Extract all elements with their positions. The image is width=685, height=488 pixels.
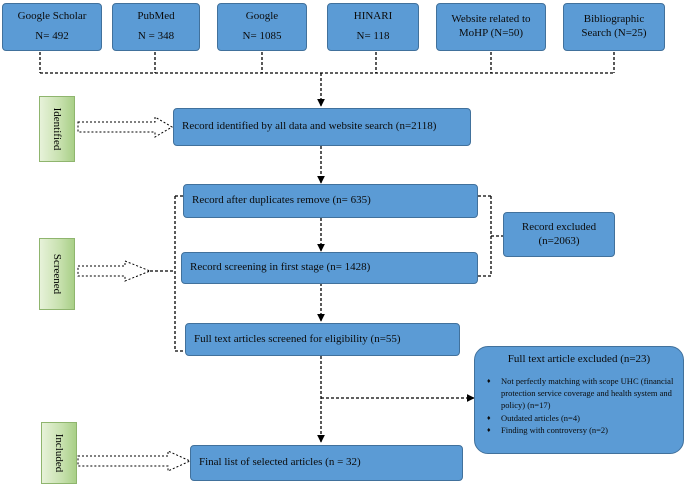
fulltext-screened-text: Full text articles screened for eligibil… (194, 332, 401, 345)
record-screening-text: Record screening in first stage (n= 1428… (190, 261, 371, 274)
exclusion-reasons-list: Not perfectly matching with scope UHC (f… (483, 375, 675, 437)
record-excluded-box: Record excluded (n=2063) (503, 212, 615, 257)
stage-screened: Screened (39, 238, 75, 310)
source-bibliographic-search: Bibliographic Search (N=25) (563, 3, 665, 51)
exclusion-reason: Finding with controversy (n=2) (487, 424, 675, 436)
source-hinari: HINARI N= 118 (327, 3, 419, 51)
source-name: Google (245, 10, 279, 22)
source-google: Google N= 1085 (217, 3, 307, 51)
record-identified-box: Record identified by all data and websit… (173, 108, 471, 146)
source-name: Website related to MoHP (N=50) (451, 13, 531, 39)
record-after-duplicates-box: Record after duplicates remove (n= 635) (183, 184, 478, 218)
stage-label: Included (53, 433, 65, 473)
stage-label: Screened (51, 253, 63, 295)
record-identified-text: Record identified by all data and websit… (182, 120, 437, 133)
source-name: PubMed (137, 10, 175, 22)
stage-label: Identified (51, 107, 63, 151)
record-excluded-text: Record excluded (n=2063) (521, 220, 597, 247)
source-count: N= 492 (35, 30, 69, 43)
fulltext-screened-box: Full text articles screened for eligibil… (185, 323, 460, 356)
final-selected-box: Final list of selected articles (n = 32) (190, 445, 463, 481)
source-count: N= 118 (356, 30, 390, 43)
source-name: Bibliographic Search (N=25) (581, 13, 647, 39)
fulltext-excluded-title: Full text article excluded (n=23) (507, 353, 651, 365)
record-after-duplicates-text: Record after duplicates remove (n= 635) (192, 194, 371, 207)
exclusion-reason: Outdated articles (n=4) (487, 412, 675, 424)
source-count: N = 348 (137, 30, 175, 43)
source-count: N= 1085 (242, 30, 282, 43)
stage-included: Included (41, 422, 77, 484)
source-name: Google Scholar (17, 10, 87, 22)
source-name: HINARI (353, 10, 393, 22)
record-screening-box: Record screening in first stage (n= 1428… (181, 252, 478, 284)
source-mohp-website: Website related to MoHP (N=50) (436, 3, 546, 51)
stage-identified: Identified (39, 96, 75, 162)
exclusion-reason: Not perfectly matching with scope UHC (f… (487, 375, 675, 412)
fulltext-excluded-box: Full text article excluded (n=23) Not pe… (474, 346, 684, 454)
source-pubmed: PubMed N = 348 (112, 3, 200, 51)
final-selected-text: Final list of selected articles (n = 32) (199, 456, 361, 469)
source-google-scholar: Google Scholar N= 492 (2, 3, 102, 51)
